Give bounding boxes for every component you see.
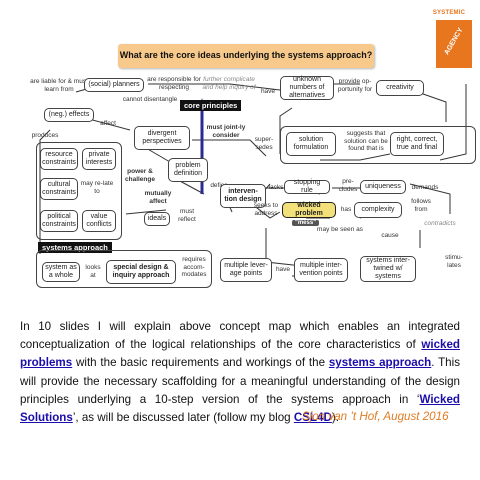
label-may-relate: may re-late to [80,180,114,195]
label-provide-opportunity: provide op-portunity for [337,78,373,93]
label-lacks: lacks [268,184,284,191]
node-unknown-alternatives: unknown numbers of alternatives [280,76,334,100]
link-systems-approach[interactable]: systems approach [328,356,432,370]
map-title-text: What are the core ideas underlying the s… [119,50,373,60]
label-demands: demands [411,184,439,191]
node-private-interests: private interests [82,148,116,170]
concept-map: What are the core ideas underlying the s… [30,44,476,288]
author-signature: Sjon van ’t Hof, August 2016 [302,410,449,423]
para-text-3: . This will provide the necessary scaffo… [20,356,460,406]
node-right-correct: right, correct, true and final [390,132,444,156]
para-text-1: In 10 slides I will explain above concep… [20,320,460,352]
node-resource-constraints: resource constraints [40,148,78,170]
node-multiple-intervention: multiple inter-vention points [294,258,348,282]
node-multiple-leverage: multiple lever-age points [220,258,272,282]
label-stimulates: stimu-lates [445,254,463,269]
label-precludes: pre-cludes [338,178,358,193]
node-ideals: ideals [144,212,170,226]
label-contradicts: contradicts [424,220,456,227]
node-intervention-design: interven-tion design [220,184,266,208]
logo-top-text: SYSTEMIC [432,10,466,16]
link-csl4d[interactable]: CSL4D [293,411,332,425]
link-wicked-solutions[interactable]: Wicked Solutions [20,392,460,425]
label-must-jointly: must joint-ly consider [206,124,246,139]
node-creativity: creativity [376,80,424,96]
label-looks-at: looks at [85,264,101,279]
node-value-conflicts: value conflicts [82,210,116,232]
label-has: has [340,206,352,213]
label-responsible: are responsible for respecting [147,76,201,91]
para-text-5: ). [331,411,339,425]
node-system-whole: system as a whole [42,262,80,282]
node-solution-formulation: solution formulation [286,132,336,156]
node-complexity: complexity [354,202,402,218]
label-liable: are liable for & must learn from [30,78,88,93]
node-uniqueness: uniqueness [360,180,406,194]
label-cause: cause [381,232,399,239]
label-power-challenge: power & challenge [125,168,155,183]
label-have-top: have [260,88,276,95]
label-requires: requires accom-modates [181,256,207,278]
label-mess: "mess" [292,220,320,226]
para-text-4: ’, as will be discussed later (follow my… [72,411,294,425]
label-defies: defies [210,182,228,189]
para-text-2: with the basic requirements and workings… [72,356,329,370]
description-paragraph: In 10 slides I will explain above concep… [20,318,460,427]
label-supersedes: super-sedes [254,136,274,151]
label-seeks-address: seeks to address [253,202,279,217]
node-wicked-problem: wicked problem [282,202,336,218]
section-core-principles: core principles [180,100,242,111]
node-systems-intertwined: systems inter-twined w/ systems [360,256,416,282]
map-title: What are the core ideas underlying the s… [118,44,374,68]
node-political-constraints: political constraints [40,210,78,232]
systemic-agency-logo: SYSTEMIC AGENCY [426,10,472,70]
node-social-planners: (social) planners [84,78,144,92]
group-systems-approach [36,250,212,288]
label-produces: produces [31,132,59,139]
node-neg-effects: (neg.) effects [44,108,94,122]
node-divergent-perspectives: divergent perspectives [134,126,190,150]
node-stopping-rule: stopping rule [284,179,330,194]
label-affect: affect [100,120,116,127]
label-suggests: suggests that solution can be found that… [344,130,388,152]
label-follows-from: follows from [411,198,431,213]
link-wicked-problems[interactable]: wicked problems [20,338,460,370]
label-may-be-seen: may be seen as [317,226,363,233]
section-systems-approach: systems approach [38,242,112,253]
label-cannot-disentangle: cannot disentangle [122,96,178,103]
group-constraints [36,142,122,240]
node-cultural-constraints: cultural constraints [40,178,78,200]
label-must-reflect: must reflect [178,208,196,223]
logo-box: AGENCY [436,20,472,68]
group-solution [280,126,476,164]
label-mutually-affect: mutually affect [144,190,172,205]
label-further-complicate: further complicate and help inquiry of [202,76,256,91]
label-have-bottom: have [275,266,291,273]
node-special-design: special design & inquiry approach [106,260,176,284]
node-problem-definition: problem definition [168,158,208,182]
